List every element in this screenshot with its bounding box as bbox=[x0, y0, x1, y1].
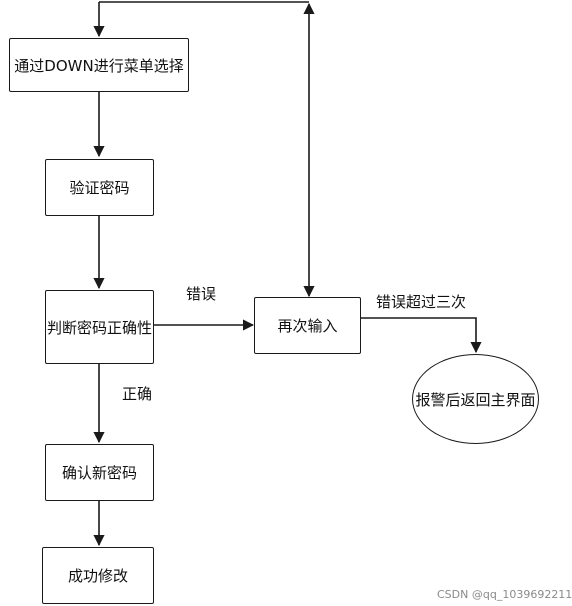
node-modify-success: 成功修改 bbox=[42, 547, 154, 604]
node-check-correctness: 判断密码正确性 bbox=[45, 290, 154, 364]
node-alarm-return: 报警后返回主界面 bbox=[412, 354, 539, 444]
node-confirm-new-password: 确认新密码 bbox=[45, 444, 154, 501]
edge-label-wrong-three-times: 错误超过三次 bbox=[376, 293, 467, 311]
node-alarm-return-label: 报警后返回主界面 bbox=[415, 390, 536, 409]
edge-reenter-to-alarm bbox=[361, 317, 482, 354]
node-verify-password: 验证密码 bbox=[45, 159, 154, 216]
watermark-text: CSDN @qq_1039692211 bbox=[437, 588, 572, 601]
edge-label-wrong: 错误 bbox=[186, 285, 217, 303]
edge-label-correct: 正确 bbox=[122, 385, 153, 403]
node-menu-select: 通过DOWN进行菜单选择 bbox=[9, 38, 189, 92]
node-verify-password-label: 验证密码 bbox=[69, 179, 130, 197]
node-modify-success-label: 成功修改 bbox=[67, 567, 128, 585]
node-menu-select-label: 通过DOWN进行菜单选择 bbox=[14, 56, 184, 75]
node-re-enter: 再次输入 bbox=[254, 297, 361, 354]
node-re-enter-label: 再次输入 bbox=[277, 317, 338, 335]
node-check-correctness-label: 判断密码正确性 bbox=[46, 318, 152, 337]
node-confirm-new-password-label: 确认新密码 bbox=[61, 464, 137, 482]
